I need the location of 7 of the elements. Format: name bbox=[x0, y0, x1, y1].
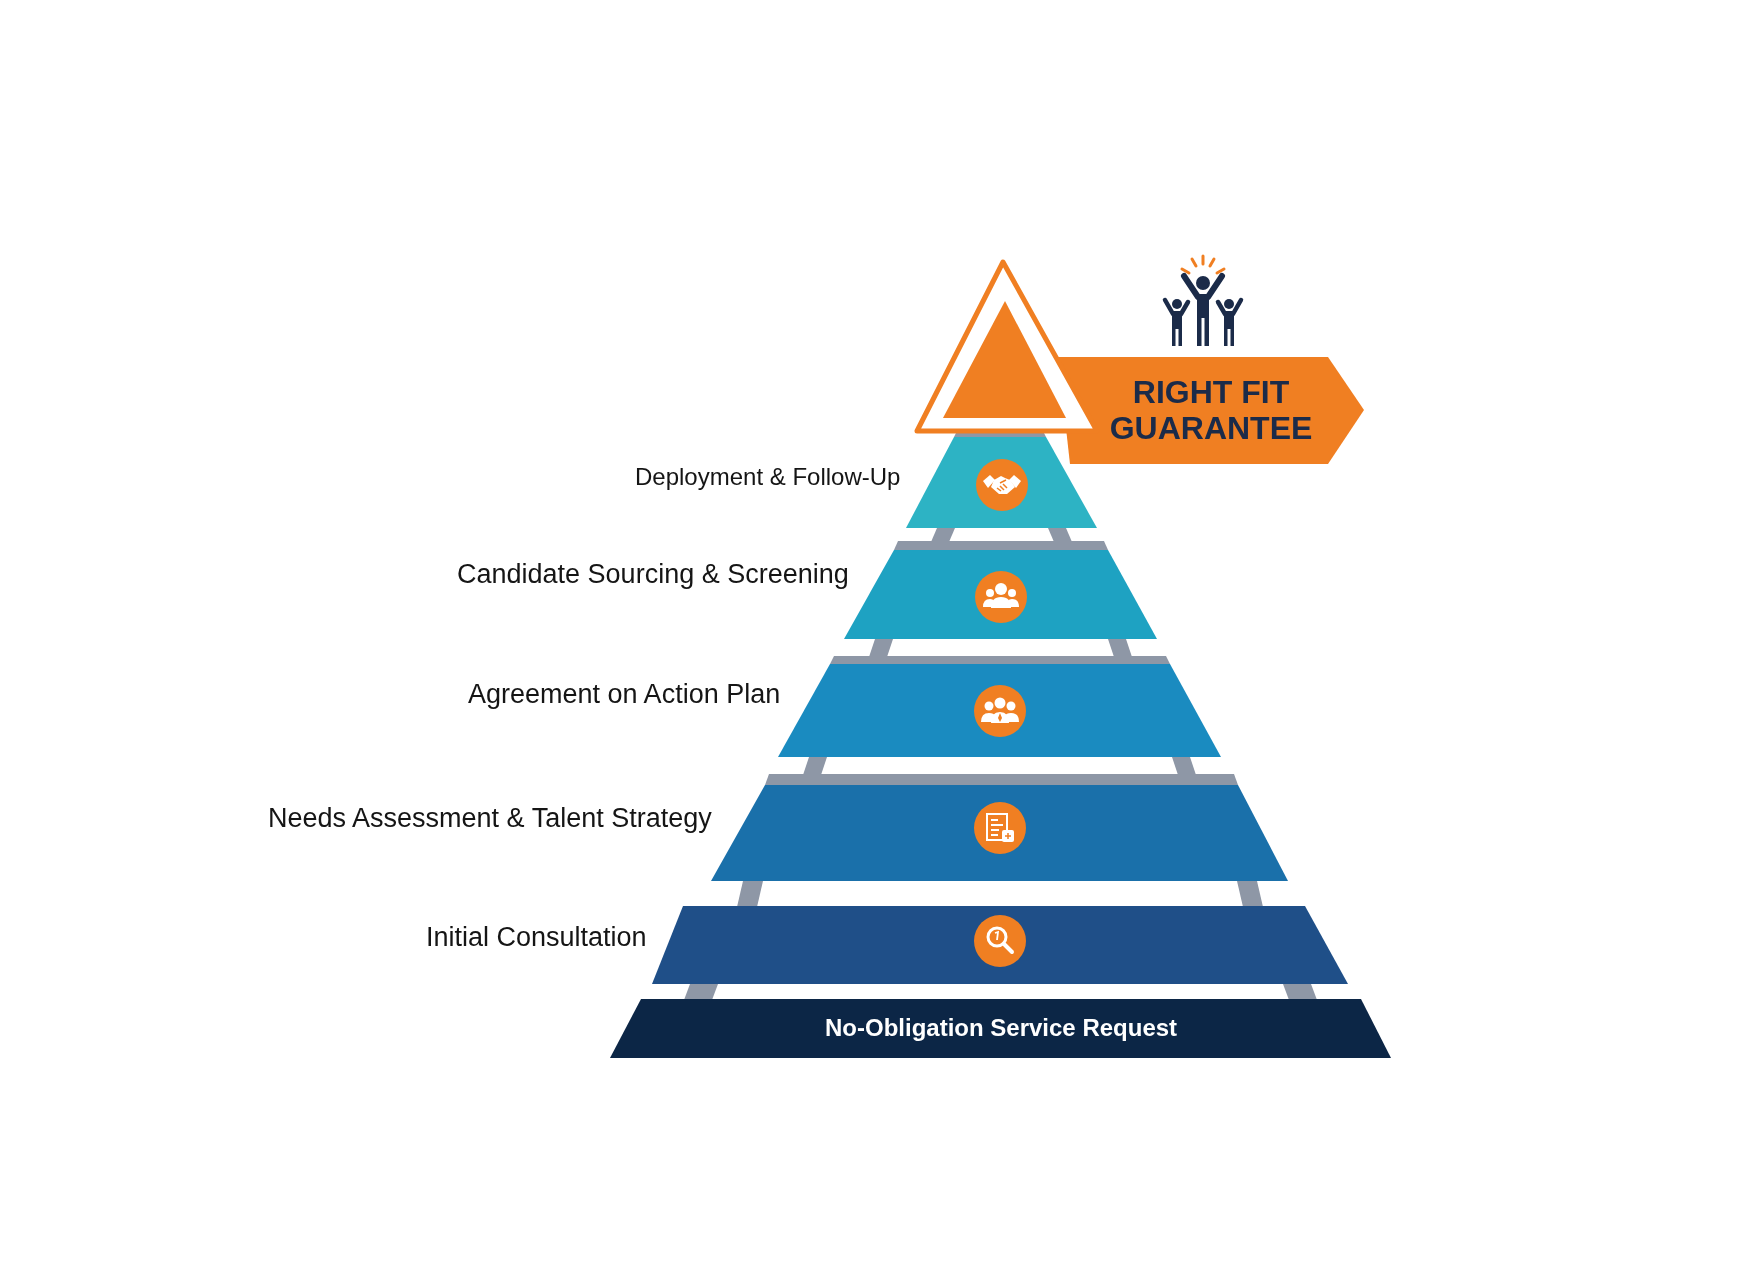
banner-title: RIGHT FIT GUARANTEE bbox=[1109, 375, 1313, 447]
tier-label: Deployment & Follow-Up bbox=[635, 463, 901, 491]
tier-label: Agreement on Action Plan bbox=[468, 678, 781, 710]
tier-label: Candidate Sourcing & Screening bbox=[457, 558, 849, 590]
tier-label: Needs Assessment & Talent Strategy bbox=[268, 802, 712, 834]
base-label: No-Obligation Service Request bbox=[825, 1014, 1178, 1042]
tier-label: Initial Consultation bbox=[426, 921, 647, 953]
